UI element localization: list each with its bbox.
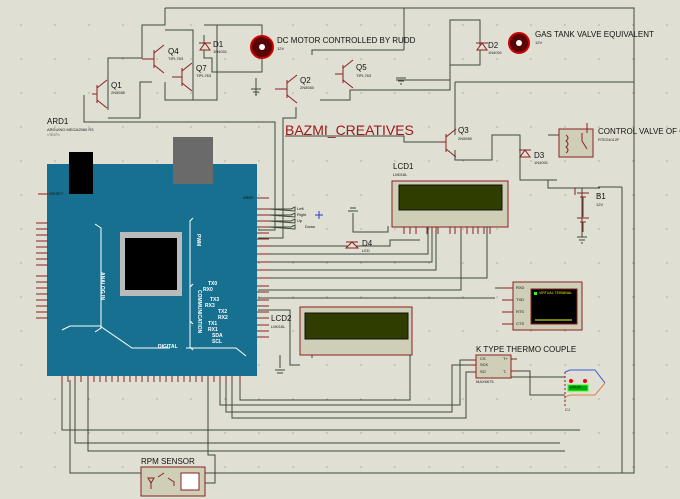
q2-value: 2N5550 bbox=[300, 85, 315, 90]
thermo-pin-so: SO bbox=[480, 369, 486, 374]
thermo-label: K TYPE THERMO COUPLE bbox=[476, 345, 577, 354]
ard-text: <TEXT> bbox=[47, 133, 61, 137]
motor-icon bbox=[508, 32, 530, 54]
motor2-value: 12V bbox=[535, 40, 543, 45]
thermo-probe-ref: CJ bbox=[565, 407, 570, 412]
q5-value: TIPL763 bbox=[356, 73, 372, 78]
d1-value: 1N4001 bbox=[213, 49, 228, 54]
pin-tx3: TX3 bbox=[210, 297, 220, 303]
thermo-value: MAX6675 bbox=[476, 379, 494, 384]
pwm-out-down: Down bbox=[305, 224, 316, 229]
q4-ref: Q4 bbox=[168, 47, 179, 56]
relay bbox=[558, 123, 594, 158]
motor1-label: DC MOTOR CONTROLLED BY RUDD bbox=[277, 36, 416, 45]
q7-ref: Q7 bbox=[196, 64, 207, 73]
motor-icon bbox=[250, 35, 274, 59]
terminal-screen-text: VIRTUAL TERMINAL bbox=[539, 291, 573, 295]
pwm-output-terminals bbox=[268, 206, 296, 230]
q1-value: 2N5550 bbox=[111, 90, 126, 95]
page-title: BAZMI_CREATIVES bbox=[285, 122, 414, 138]
analog-in-label: ANALOG IN bbox=[99, 272, 105, 301]
pwm-out-left: Left bbox=[297, 206, 304, 211]
motor1-value: 12V bbox=[277, 46, 285, 51]
d4-ref: D4 bbox=[362, 239, 373, 248]
q4-value: TIPL763 bbox=[168, 56, 184, 61]
terminal-pin-cts: CTS bbox=[516, 321, 524, 326]
arduino-board[interactable] bbox=[36, 137, 269, 382]
pin-tx2: TX2 bbox=[218, 309, 228, 315]
thermo-pin-tminus: T- bbox=[503, 369, 507, 374]
d4-value: LED bbox=[362, 248, 370, 253]
pin-rx1: RX1 bbox=[208, 327, 218, 333]
communication-label: COMMUNICATION bbox=[196, 290, 202, 334]
ard-ref: ARD1 bbox=[47, 117, 69, 126]
thermocouple-amplifier[interactable] bbox=[470, 354, 517, 379]
rpm-sensor-label: RPM SENSOR bbox=[141, 457, 195, 466]
q5-ref: Q5 bbox=[356, 63, 367, 72]
d3-ref: D3 bbox=[534, 151, 545, 160]
lcd2-ref: LCD2 bbox=[271, 314, 292, 323]
thermo-pin-cs: CS bbox=[480, 356, 486, 361]
lcd2[interactable] bbox=[299, 306, 413, 356]
relay-label: CONTROL VALVE OF GAS bbox=[598, 127, 680, 136]
terminal-pin-txd: TXD bbox=[516, 297, 524, 302]
thermocouple-probe[interactable] bbox=[564, 369, 606, 407]
d3-value: 1N4001 bbox=[534, 160, 549, 165]
ground-symbols bbox=[251, 77, 587, 374]
terminal-pin-rts: RTS bbox=[516, 309, 524, 314]
transistors bbox=[92, 44, 457, 158]
q2-ref: Q2 bbox=[300, 76, 311, 85]
d2-ref: D2 bbox=[488, 41, 499, 50]
terminal-pin-rxd: RXD bbox=[516, 285, 525, 290]
pwm-out-up: Up bbox=[297, 218, 303, 223]
battery-ref: B1 bbox=[596, 192, 606, 201]
lcd1-ref: LCD1 bbox=[393, 162, 414, 171]
digital-label: DIGITAL bbox=[158, 344, 178, 350]
lcd1[interactable] bbox=[391, 180, 509, 234]
d2-value: 1N4001 bbox=[488, 50, 503, 55]
cursor-crosshair bbox=[315, 211, 323, 219]
pin-tx0: TX0 bbox=[208, 281, 218, 287]
motor2-label: GAS TANK VALVE EQUIVALENT bbox=[535, 30, 654, 39]
q1-ref: Q1 bbox=[111, 81, 122, 90]
d1-ref: D1 bbox=[213, 40, 224, 49]
ard-aref-label: AREF bbox=[243, 195, 254, 200]
lcd1-value: LM016L bbox=[393, 172, 408, 177]
pin-sda: SDA bbox=[212, 333, 223, 339]
lcd2-value: LM016L bbox=[271, 324, 286, 329]
pin-scl: SCL bbox=[212, 339, 222, 345]
pin-tx1: TX1 bbox=[208, 321, 218, 327]
pin-rx0: RX0 bbox=[203, 287, 213, 293]
battery-value: 12V bbox=[596, 202, 604, 207]
q3-value: 2N5550 bbox=[458, 136, 473, 141]
battery-icon bbox=[574, 188, 589, 232]
wires bbox=[61, 7, 635, 484]
thermo-pin-sck: SCK bbox=[480, 362, 489, 367]
ard-reset-label: RESET bbox=[50, 191, 64, 196]
diodes bbox=[199, 42, 531, 249]
thermo-pin-tplus: T+ bbox=[503, 356, 508, 361]
relay-value: RTE24012F bbox=[598, 137, 620, 142]
thermo-readout: 100.00 bbox=[570, 385, 581, 389]
ard-value: ARDUINO MEGA2560 R3 bbox=[47, 127, 94, 132]
q3-ref: Q3 bbox=[458, 126, 469, 135]
virtual-terminal[interactable] bbox=[502, 281, 583, 331]
pwm-out-right: Right bbox=[297, 212, 307, 217]
rpm-sensor[interactable] bbox=[140, 466, 206, 497]
q7-value: TIPL763 bbox=[196, 73, 212, 78]
pin-rx2: RX2 bbox=[218, 315, 228, 321]
pin-rx3: RX3 bbox=[205, 303, 215, 309]
pwm-label: PWM bbox=[195, 234, 201, 247]
